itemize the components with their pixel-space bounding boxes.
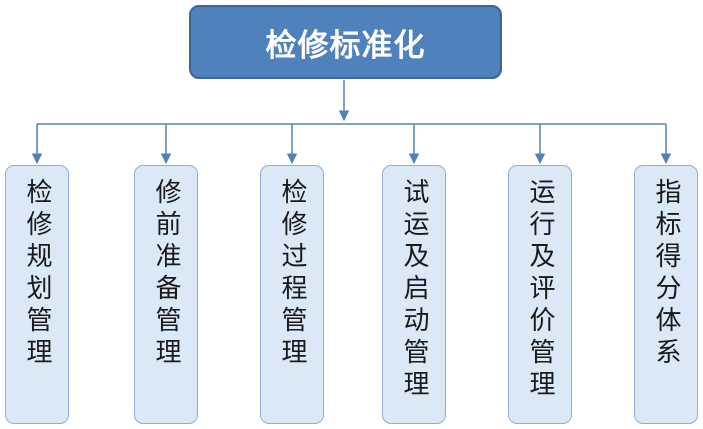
child-node-6: 指标得分体系 — [634, 165, 698, 424]
child-node-5-label: 运行及评价管理 — [525, 178, 555, 402]
child-node-2: 修前准备管理 — [134, 165, 198, 424]
root-node: 检修标准化 — [189, 5, 502, 79]
child-node-3: 检修过程管理 — [260, 165, 324, 424]
child-node-4: 试运及启动管理 — [382, 165, 446, 424]
child-node-3-label: 检修过程管理 — [277, 178, 307, 370]
child-node-1-label: 检修规划管理 — [22, 178, 52, 370]
child-node-1: 检修规划管理 — [5, 165, 69, 424]
child-node-5: 运行及评价管理 — [508, 165, 572, 424]
child-node-2-label: 修前准备管理 — [151, 178, 181, 370]
child-node-6-label: 指标得分体系 — [651, 178, 681, 370]
root-node-label: 检修标准化 — [265, 27, 426, 64]
child-node-4-label: 试运及启动管理 — [399, 178, 429, 402]
